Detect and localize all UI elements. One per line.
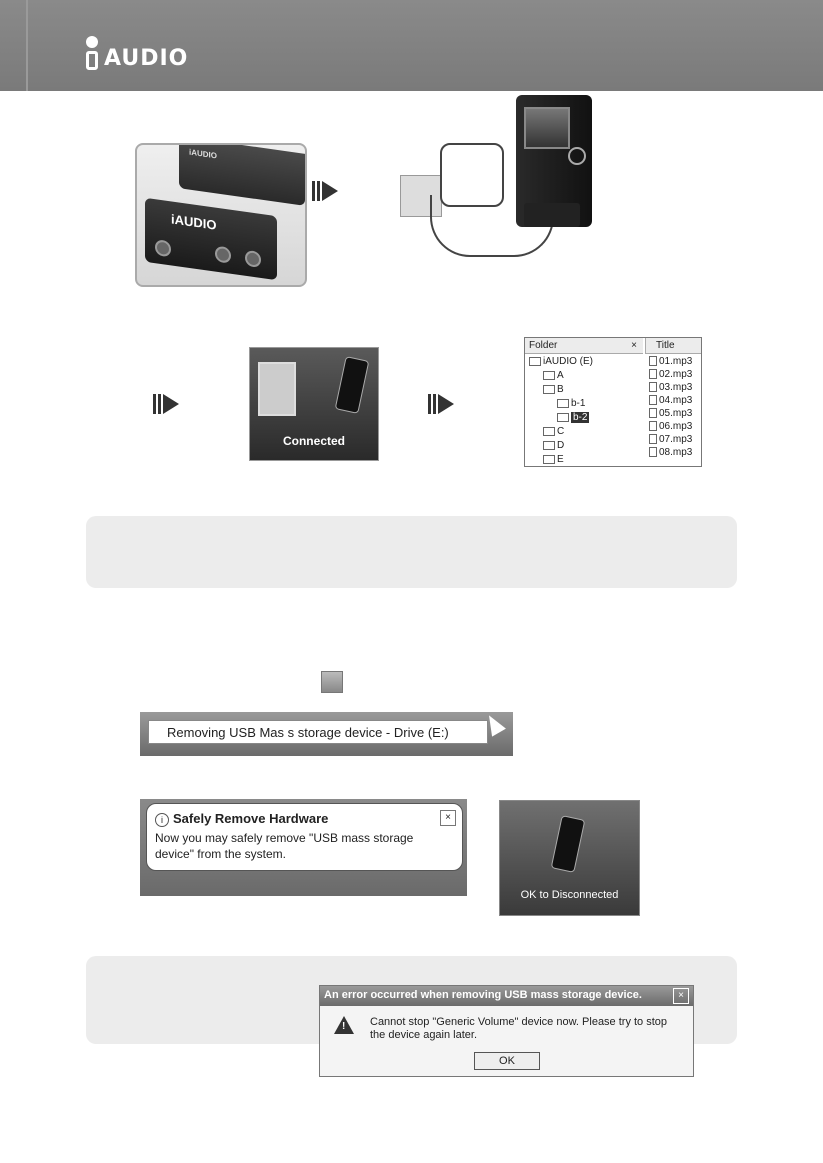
balloon-message: Now you may safely remove "USB mass stor… [155, 831, 414, 861]
close-icon[interactable]: × [440, 810, 456, 826]
balloon-title: Safely Remove Hardware [173, 811, 329, 826]
file-item[interactable]: 02.mp3 [649, 369, 692, 380]
close-icon[interactable]: × [673, 988, 689, 1004]
title-column-header[interactable]: Title [645, 338, 701, 354]
file-icon [649, 421, 657, 432]
player-screen [524, 107, 570, 149]
dialog-title: An error occurred when removing USB mass… [324, 989, 642, 1001]
file-item[interactable]: 07.mp3 [649, 434, 692, 445]
tree-item-selected[interactable]: b-2 [557, 412, 590, 424]
folder-icon [543, 426, 555, 436]
file-icon [649, 408, 657, 419]
ok-button[interactable]: OK [474, 1052, 540, 1070]
error-dialog: An error occurred when removing USB mass… [319, 985, 694, 1077]
connected-screen: Connected [249, 347, 379, 461]
connected-label: Connected [282, 434, 345, 448]
page-header: AUDIO [0, 0, 823, 91]
tree-item[interactable]: C [543, 426, 564, 438]
tree-item[interactable]: A [543, 370, 564, 382]
safely-remove-tray-icon [321, 671, 343, 693]
player-wheel-icon [568, 147, 586, 165]
tree-item[interactable]: D [543, 440, 564, 452]
arrow-right-icon [153, 394, 179, 414]
dock-port-icon [155, 239, 171, 258]
safely-remove-balloon: i Safely Remove Hardware × Now you may s… [146, 803, 463, 871]
drive-icon [529, 356, 541, 366]
ok-disconnected-label: OK to Disconnected [520, 889, 619, 901]
folder-icon [557, 398, 569, 408]
dock-bottom-unit: iAUDIO [145, 197, 277, 281]
file-icon [649, 356, 657, 367]
dialog-titlebar: An error occurred when removing USB mass… [320, 986, 693, 1006]
file-item[interactable]: 08.mp3 [649, 447, 692, 458]
logo-i-mark [86, 36, 98, 70]
file-item[interactable]: 05.mp3 [649, 408, 692, 419]
file-item[interactable]: 01.mp3 [649, 356, 692, 367]
close-icon[interactable]: × [631, 340, 637, 351]
tree-item[interactable]: E [543, 454, 564, 466]
arrow-right-icon [428, 394, 454, 414]
file-item[interactable]: 06.mp3 [649, 421, 692, 432]
player-icon [550, 815, 586, 873]
file-icon [649, 382, 657, 393]
computer-icon [258, 362, 296, 416]
dock-port-icon [245, 249, 261, 269]
warning-icon: ! [334, 1016, 354, 1034]
dock-photo: iAUDIO iAUDIO [135, 143, 307, 287]
tree-item[interactable]: iAUDIO (E) [529, 356, 593, 368]
taskbar-balloon-screenshot: i Safely Remove Hardware × Now you may s… [140, 799, 467, 896]
file-item[interactable]: 04.mp3 [649, 395, 692, 406]
note-box [86, 516, 737, 588]
iaudio-logo: AUDIO [86, 36, 188, 70]
logo-text: AUDIO [104, 46, 189, 71]
ok-to-disconnect-screen: OK to Disconnected [499, 800, 640, 916]
dock-top-unit: iAUDIO [179, 145, 305, 206]
file-icon [649, 395, 657, 406]
player-dock [524, 203, 580, 227]
file-icon [649, 447, 657, 458]
remove-device-tooltip[interactable]: Removing USB Mas s storage device - Driv… [148, 720, 488, 744]
folder-icon [557, 412, 569, 422]
header-divider [26, 0, 28, 91]
file-icon [649, 434, 657, 445]
arrow-right-icon [312, 181, 338, 201]
tree-item[interactable]: B [543, 384, 564, 396]
usb-port-inset [440, 143, 504, 207]
player-connection-illustration [400, 95, 610, 290]
taskbar-tooltip-screenshot: Removing USB Mas s storage device - Driv… [140, 711, 513, 756]
folder-icon [543, 454, 555, 464]
dialog-message: Cannot stop "Generic Volume" device now.… [370, 1016, 668, 1041]
file-icon [649, 369, 657, 380]
folder-pane-header: Folder × [525, 338, 643, 354]
folder-icon [543, 440, 555, 450]
folder-icon [543, 370, 555, 380]
folder-icon [543, 384, 555, 394]
file-item[interactable]: 03.mp3 [649, 382, 692, 393]
explorer-window: Folder × Title iAUDIO (E) A B b-1 b-2 C … [524, 337, 702, 467]
tree-item[interactable]: b-1 [557, 398, 585, 410]
info-icon: i [155, 813, 169, 827]
dock-port-icon [215, 245, 231, 264]
player-icon [334, 356, 370, 414]
